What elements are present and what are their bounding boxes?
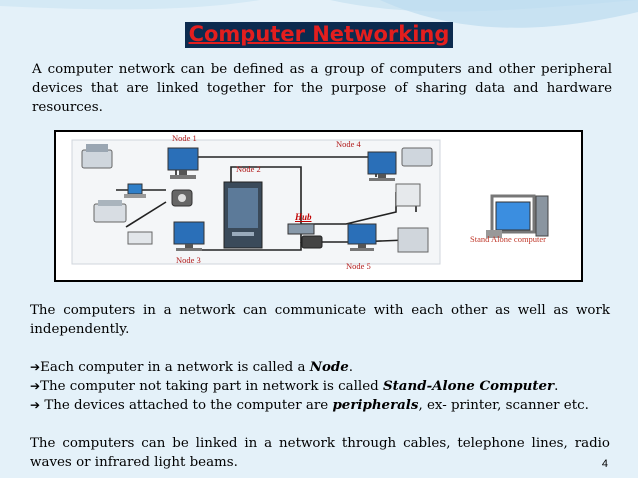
node-5-label: Node 5 — [346, 261, 371, 271]
hub-label: Hub — [295, 212, 312, 222]
stand-alone-computer-icon — [486, 194, 549, 238]
network-diagram: Node 1 Node 2 Node 3 Node 4 Node 5 Hub S… — [54, 130, 583, 282]
arrow-icon: ➔ — [30, 379, 41, 393]
node-1-label: Node 1 — [172, 133, 197, 143]
hub-icon — [287, 223, 315, 235]
node-2-label: Node 2 — [236, 164, 261, 174]
paragraph-linking: The computers can be linked in a network… — [30, 436, 610, 470]
arrow-icon: ➔ — [30, 398, 41, 412]
node-3-label: Node 3 — [176, 255, 201, 265]
right-device-icon — [397, 227, 429, 253]
node-4-label: Node 4 — [336, 139, 361, 149]
bullet-standalone: ➔The computer not taking part in network… — [30, 378, 559, 394]
scanner-icon — [93, 200, 127, 223]
body-text: The computers in a network can communica… — [30, 301, 610, 472]
network-illustration — [71, 139, 549, 265]
node-3-computer-icon — [173, 221, 205, 251]
intro-paragraph: A computer network can be defined as a g… — [32, 62, 612, 115]
fax-icon — [127, 231, 153, 245]
bullet-node: ➔Each computer in a network is called a … — [30, 359, 354, 375]
paragraph-communicate: The computers in a network can communica… — [30, 303, 610, 337]
stand-alone-label: Stand Alone computer — [470, 234, 547, 244]
right-scanner-icon — [395, 183, 421, 207]
node-5-computer-icon — [347, 223, 377, 251]
node-4-computer-icon — [367, 151, 397, 181]
printer-icon — [81, 144, 113, 169]
webcam-icon — [171, 189, 193, 207]
page-title: Computer Networking — [0, 22, 638, 48]
arrow-icon: ➔ — [30, 360, 41, 374]
bullet-peripherals: ➔ The devices attached to the computer a… — [30, 397, 589, 413]
node-1-computer-icon — [167, 147, 199, 179]
right-printer-icon — [401, 147, 433, 167]
laptop-icon — [124, 183, 146, 198]
page-number: 4 — [601, 458, 608, 470]
router-icon — [301, 235, 323, 249]
node-2-tower-icon — [223, 181, 263, 249]
